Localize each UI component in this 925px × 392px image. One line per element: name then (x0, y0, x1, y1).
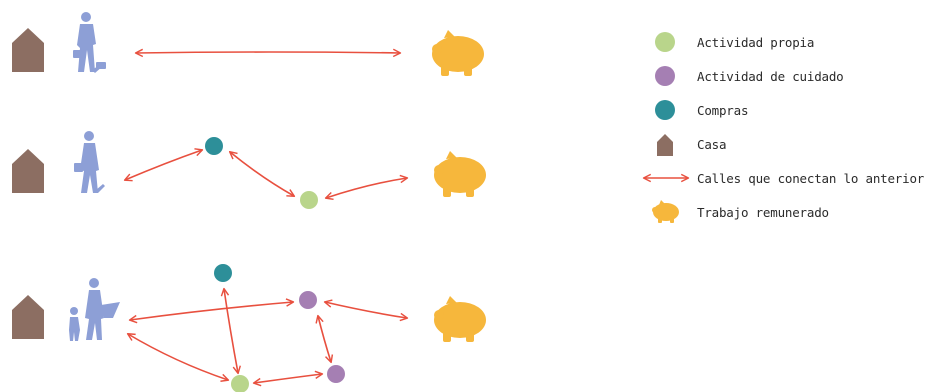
piggy-bank-icon (652, 200, 679, 223)
row-1 (12, 12, 484, 76)
legend-item-house: Casa (640, 130, 925, 164)
legend-label: Calles que conectan lo anterior (697, 171, 925, 186)
double-arrow-icon (642, 173, 690, 183)
care-activity-dot (299, 291, 317, 309)
shopping-dot (205, 137, 223, 155)
row-2 (12, 131, 486, 209)
legend-label: Compras (697, 103, 749, 118)
woman-with-briefcase-icon (74, 131, 105, 193)
legend-label: Actividad propia (697, 35, 815, 50)
house-icon (12, 295, 44, 339)
man-with-briefcase-icon (73, 12, 106, 73)
piggy-bank-icon (434, 151, 486, 197)
shopping-dot (214, 264, 232, 282)
house-icon (12, 28, 44, 72)
street-arrow (126, 287, 409, 387)
purple-dot-icon (655, 66, 675, 86)
row-3 (12, 264, 486, 392)
house-icon (12, 149, 44, 193)
piggy-bank-icon (432, 30, 484, 76)
green-dot-icon (655, 32, 675, 52)
legend-item-paid-work: Trabajo remunerado (640, 198, 925, 232)
street-arrow (134, 48, 402, 58)
house-icon (657, 134, 673, 156)
legend-label: Actividad de cuidado (697, 69, 844, 84)
piggy-bank-icon (434, 296, 486, 342)
street-arrow (123, 148, 409, 200)
own-activity-dot (231, 375, 249, 392)
legend-item-streets: Calles que conectan lo anterior (640, 164, 925, 198)
legend-label: Trabajo remunerado (697, 205, 829, 220)
legend-label: Casa (697, 137, 727, 152)
legend-item-care-activity: Actividad de cuidado (640, 62, 925, 96)
legend-item-own-activity: Actividad propia (640, 28, 925, 62)
own-activity-dot (300, 191, 318, 209)
legend-item-shopping: Compras (640, 96, 925, 130)
teal-dot-icon (655, 100, 675, 120)
woman-with-child-and-basket-icon (69, 278, 120, 341)
care-activity-dot (327, 365, 345, 383)
legend: Actividad propia Actividad de cuidado Co… (640, 28, 925, 232)
